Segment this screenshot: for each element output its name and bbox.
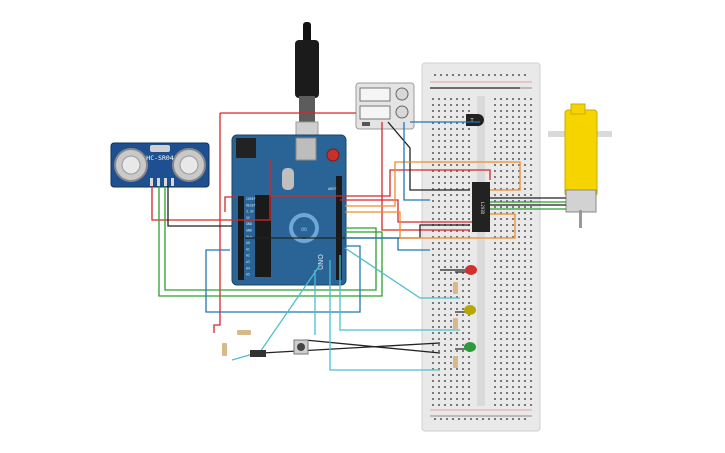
arduino-pin-label: Vin [246,235,252,239]
dc-motor [548,103,612,228]
arduino-pin-label: GND [246,229,252,233]
ultrasonic-sensor: HC-SR04 [110,142,210,188]
arduino-pin-label: A2 [246,254,250,258]
usb-cable [295,22,319,139]
resistors [222,282,458,368]
arduino-pin-label: A1 [246,247,250,251]
arduino-pin-label: 5V [246,216,250,220]
sensor-label: HC-SR04 [146,154,173,162]
arduino-brand: UNO [317,254,325,270]
arduino-pin-label: 3.3V [246,210,254,214]
breadboard-holes [432,74,532,420]
transistor-label: T [469,118,474,124]
arduino-pin-label: A3 [246,260,250,264]
wires [151,87,566,371]
arduino-right-header [336,176,342,280]
breadboard [421,62,541,432]
arduino-uno: ∞ UNO AREF IOREF RESET 3.3V 5V GND GND VinA0A1… [231,134,347,286]
sensor-pins [150,178,174,186]
driver-chip-label: L293D [480,202,485,215]
slide-switch [250,350,266,357]
arduino-pin-label: A0 [246,241,250,245]
arduino-left-header [238,196,244,280]
led-red [455,265,477,275]
driver-chip: L293D [472,182,490,232]
led-green [455,342,476,352]
transistor: T [466,114,484,126]
push-button [293,339,309,355]
arduino-pin-label: IOREF [246,197,256,201]
arduino-pin-label: RESET [246,203,256,207]
power-module [355,82,415,130]
led-yellow [455,305,476,315]
arduino-aref-label: AREF [328,187,336,191]
arduino-pin-label: A5 [246,273,250,277]
arduino-pin-label: A4 [246,266,250,270]
arduino-pin-label: GND [246,222,252,226]
arduino-logo-icon: ∞ [300,225,308,235]
